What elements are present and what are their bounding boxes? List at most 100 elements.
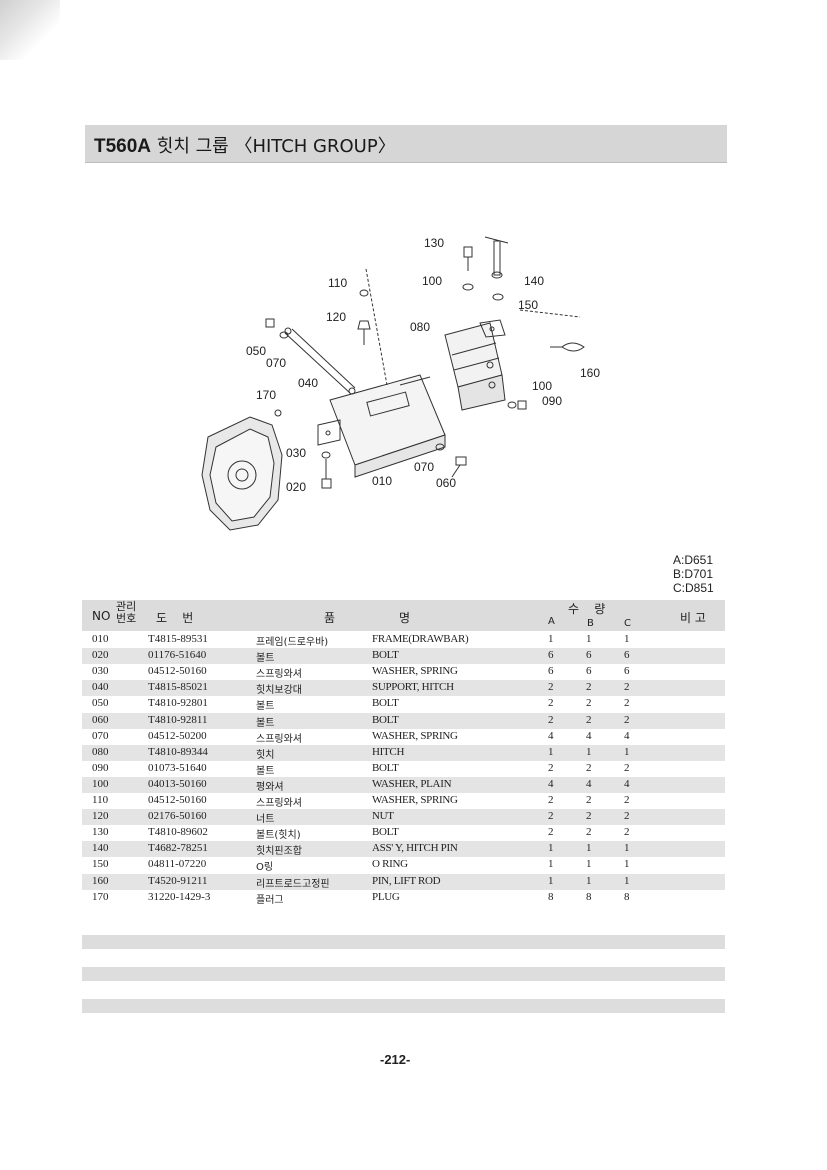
qty-c: 2	[624, 810, 630, 823]
header-qty-a: A	[548, 616, 555, 627]
part-name-english: BOLT	[372, 649, 399, 662]
qty-b: 6	[586, 649, 592, 662]
qty-c: 2	[624, 826, 630, 839]
part-no: 010	[92, 633, 109, 645]
qty-c: 1	[624, 745, 630, 758]
qty-b: 2	[586, 794, 592, 806]
variant-c: C:D851	[673, 581, 714, 595]
part-no: 040	[92, 681, 109, 694]
header-qty-c: C	[624, 618, 631, 629]
part-name-korean: 볼트	[256, 765, 275, 777]
part-name-english: WASHER, SPRING	[372, 665, 458, 678]
svg-text:020: 020	[286, 480, 306, 494]
drawing-number: T4810-92811	[148, 713, 208, 726]
qty-c: 1	[624, 633, 630, 645]
exploded-parts-diagram: 130 140 110 100 150 120 080 050 070 040 …	[201, 236, 600, 531]
qty-c: 2	[624, 794, 630, 806]
part-no: 170	[92, 890, 109, 903]
part-no: 120	[92, 810, 109, 823]
qty-a: 6	[548, 649, 554, 662]
svg-text:040: 040	[298, 376, 318, 390]
qty-b: 6	[586, 665, 592, 678]
qty-a: 4	[548, 729, 554, 742]
drawing-number: 04811-07220	[148, 858, 207, 871]
part-no: 080	[92, 745, 109, 758]
header-no: NO	[92, 609, 111, 623]
qty-a: 2	[548, 761, 554, 774]
qty-c: 2	[624, 681, 630, 694]
part-no: 140	[92, 842, 109, 855]
drawing-number: 04512-50160	[148, 665, 207, 678]
qty-b: 2	[586, 713, 592, 726]
header-name-right: 명	[399, 611, 411, 625]
qty-b: 1	[586, 633, 592, 645]
drawing-number: 04013-50160	[148, 777, 207, 790]
svg-text:060: 060	[436, 476, 456, 490]
svg-text:050: 050	[246, 344, 266, 358]
header-qty-b: B	[587, 618, 594, 629]
svg-text:030: 030	[286, 446, 306, 460]
qty-c: 4	[624, 729, 630, 742]
part-no: 060	[92, 713, 109, 726]
qty-b: 2	[586, 697, 592, 710]
svg-text:010: 010	[372, 474, 392, 488]
qty-a: 1	[548, 858, 554, 871]
part-name-english: FRAME(DRAWBAR)	[372, 633, 469, 645]
qty-c: 2	[624, 713, 630, 726]
part-no: 130	[92, 826, 109, 839]
part-name-korean: 스프링와셔	[256, 798, 302, 809]
part-name-korean: 볼트	[256, 653, 275, 665]
qty-b: 1	[586, 842, 592, 855]
empty-table-band	[82, 935, 725, 949]
group-title: 힛치 그룹 〈HITCH GROUP〉	[156, 136, 396, 157]
part-name-korean: 평와셔	[256, 781, 284, 793]
qty-a: 2	[548, 826, 554, 839]
svg-text:090: 090	[542, 394, 562, 408]
part-name-korean: 힛치핀조합	[256, 846, 302, 858]
qty-b: 1	[586, 858, 592, 871]
part-name-english: BOLT	[372, 713, 399, 726]
svg-text:120: 120	[326, 310, 346, 324]
qty-c: 6	[624, 649, 630, 662]
part-name-english: NUT	[372, 810, 394, 823]
qty-c: 4	[624, 777, 630, 790]
qty-a: 2	[548, 794, 554, 806]
header-remarks: 비 고	[680, 611, 706, 625]
part-no: 100	[92, 777, 109, 790]
drawing-number: T4682-78251	[148, 842, 208, 855]
qty-a: 2	[548, 681, 554, 694]
drawing-number: 02176-50160	[148, 810, 207, 823]
qty-a: 2	[548, 810, 554, 823]
drawing-number: 01073-51640	[148, 761, 207, 774]
qty-a: 2	[548, 713, 554, 726]
qty-c: 2	[624, 761, 630, 774]
svg-text:100: 100	[422, 274, 442, 288]
empty-table-band	[82, 999, 725, 1013]
part-name-korean: 너트	[256, 814, 275, 826]
part-name-english: WASHER, PLAIN	[372, 777, 452, 790]
part-name-english: PLUG	[372, 890, 400, 903]
part-name-english: WASHER, SPRING	[372, 794, 458, 806]
svg-text:150: 150	[518, 298, 538, 312]
part-no: 020	[92, 649, 109, 662]
part-no: 090	[92, 761, 109, 774]
part-name-english: ASS' Y, HITCH PIN	[372, 842, 458, 855]
part-name-english: BOLT	[372, 697, 399, 710]
part-no: 150	[92, 858, 109, 871]
part-name-english: BOLT	[372, 826, 399, 839]
qty-b: 2	[586, 681, 592, 694]
part-no: 160	[92, 874, 109, 887]
